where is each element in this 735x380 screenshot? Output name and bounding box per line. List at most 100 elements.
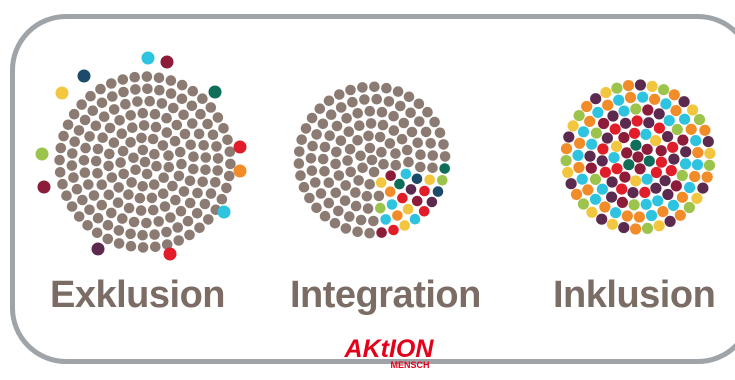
integration-dot — [419, 185, 430, 197]
inclusion-dot — [653, 220, 665, 232]
integration-dot — [429, 116, 440, 128]
integration-dot — [324, 130, 336, 141]
inclusion-dot — [674, 209, 686, 221]
inclusion-dot — [606, 191, 618, 203]
exclusion-dot — [169, 135, 181, 147]
exclusion-dot — [225, 158, 236, 170]
integration-dot — [330, 187, 342, 199]
exclusion-dot — [87, 105, 99, 116]
inclusion-dot — [562, 166, 574, 178]
exclusion-dot — [71, 183, 83, 195]
inclusion-dot — [680, 146, 692, 158]
inclusion-dot — [630, 175, 642, 187]
integration-dot — [383, 96, 395, 107]
exclusion-dot — [146, 192, 158, 204]
inclusion-dot — [633, 211, 646, 223]
diagram-panel — [10, 14, 735, 364]
exclusion-dot — [167, 180, 178, 192]
exclusion-dot — [112, 197, 124, 208]
integration-dot — [344, 143, 356, 155]
inclusion-dot — [662, 188, 674, 201]
inclusion-dot — [646, 80, 658, 92]
exclusion-dot — [141, 217, 152, 229]
integration-dot — [305, 153, 317, 164]
integration-dot — [310, 177, 321, 188]
exclusion-dot — [151, 160, 162, 172]
exclusion-dot — [222, 134, 233, 146]
integration-dot — [405, 184, 417, 195]
exclusion-dot — [170, 194, 181, 206]
inclusion-dot — [570, 188, 583, 200]
inclusion-dot — [560, 155, 572, 167]
integration-dot — [307, 140, 318, 152]
inclusion-dot — [690, 135, 702, 147]
exclusion-dot — [161, 239, 173, 250]
integration-dot — [293, 158, 305, 169]
integration-dot — [432, 186, 444, 197]
integration-dot — [390, 159, 402, 171]
integration-dot — [333, 170, 345, 181]
integration-dot — [437, 175, 448, 186]
integration-dot — [333, 205, 344, 217]
inclusion-dot — [668, 89, 680, 101]
inclusion-dot — [582, 184, 594, 196]
integration-dot — [371, 93, 383, 105]
exclusion-dot — [54, 154, 65, 166]
inclusion-dot — [560, 143, 573, 155]
inclusion-dot — [641, 222, 654, 234]
exclusion-dot — [175, 205, 187, 217]
integration-dot — [369, 81, 380, 93]
integration-dot — [295, 170, 306, 181]
inclusion-dot — [659, 175, 671, 187]
exclusion-dot — [73, 125, 85, 136]
inclusion-dot — [611, 82, 623, 94]
exclusion-dot — [159, 201, 171, 212]
inclusion-dot — [596, 155, 608, 167]
excluded-dot — [77, 69, 91, 83]
exclusion-dot — [79, 114, 91, 126]
integration-dot — [395, 100, 406, 112]
exclusion-dot — [106, 78, 117, 89]
integration-dot — [388, 125, 400, 136]
integration-dot — [330, 158, 341, 170]
inclusion-dot — [585, 162, 597, 174]
exclusion-dot — [120, 98, 131, 110]
inclusion-dot — [650, 166, 663, 179]
exclusion-dot — [197, 176, 208, 188]
exclusion-dot — [198, 140, 209, 151]
exclusion-dot — [104, 148, 115, 160]
inclusion-dot — [687, 104, 699, 116]
exclusion-dot — [78, 155, 90, 166]
integration-dot — [364, 227, 375, 239]
integration-dot — [340, 223, 352, 234]
exclusion-dot — [195, 108, 206, 120]
integration-dot — [311, 129, 322, 140]
exclusion-dot — [102, 233, 114, 245]
inclusion-dot — [693, 114, 706, 126]
inclusion-dot — [630, 139, 642, 151]
exclusion-dot — [178, 109, 189, 121]
exclusion-dot — [130, 84, 141, 95]
inclusion-dot — [637, 91, 649, 103]
integration-dot — [359, 94, 370, 105]
logo-subtitle: MENSCH — [390, 360, 429, 370]
exclusion-dot — [187, 118, 198, 129]
integration-dot — [319, 166, 330, 177]
exclusion-dot — [96, 179, 108, 190]
integration-dot — [403, 91, 415, 103]
exclusion-dot — [108, 104, 120, 115]
integration-dot — [323, 177, 335, 188]
exclusion-dot — [141, 168, 153, 180]
exclusion-dot — [137, 242, 149, 253]
inclusion-dot — [586, 138, 598, 150]
integration-dot — [377, 119, 389, 131]
exclusion-dot — [115, 157, 126, 168]
exclusion-dot — [207, 129, 219, 141]
integration-dot — [334, 89, 345, 100]
exclusion-dot — [85, 90, 96, 102]
exclusion-dot — [68, 172, 79, 183]
exclusion-dot — [129, 71, 140, 83]
integration-dot — [392, 86, 404, 97]
exclusion-dot — [125, 228, 136, 240]
